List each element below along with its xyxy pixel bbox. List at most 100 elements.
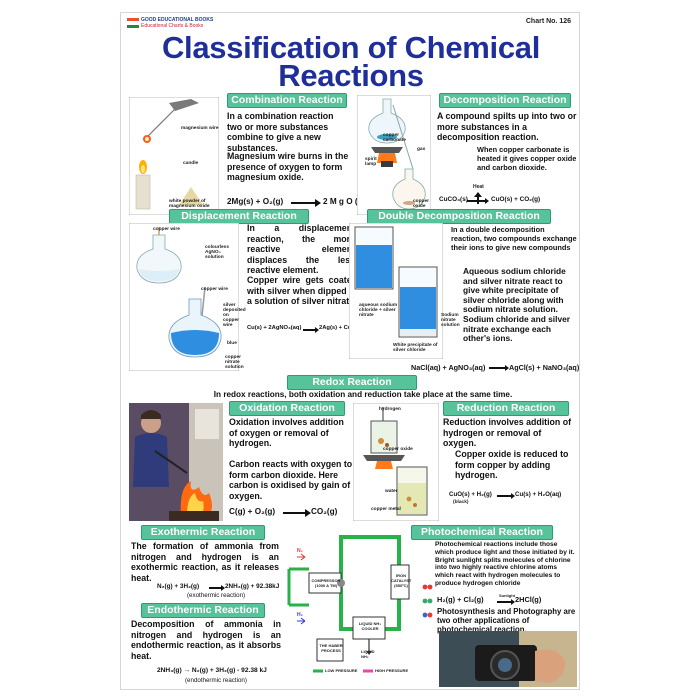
spirit-lamp-flame-icon [377,153,397,163]
publisher-logo: GOOD EDUCATIONAL BOOKS Educational Chart… [127,17,237,33]
reduction-text-2: Copper oxide is reduced to form copper b… [455,449,569,481]
label-candle: candle [183,161,199,166]
photochemical-equation-left: H₂(g) + Cl₂(g) [437,595,484,604]
label-iron-catalyst: IRON CATALYST (550ºC) [391,573,412,588]
redox-text: In redox reactions, both oxidation and r… [213,390,513,399]
reduction-black-note: (black) [453,500,469,505]
combination-text-2: Magnesium wire burns in the presence of … [227,151,349,183]
chart-number: Chart No. 126 [525,18,571,25]
molecule-icons [422,584,433,618]
photochemical-sunlight-label: Sunlight [499,593,515,598]
page-title-line2: Reactions [278,58,424,93]
displacement-equation-left: Cu(s) + 2AgNO₃(aq) [247,325,302,331]
beaker-2-liquid [400,287,436,329]
label-h2: H₂ [297,612,303,618]
heading-decomposition: Decomposition Reaction [439,93,571,108]
tongs-icon [169,99,199,111]
combination-equation-right: 2 M g O ( s ) [323,197,370,206]
publisher-line1: GOOD EDUCATIONAL BOOKS [141,17,214,23]
reduction-equation-right: Cu(s) + H₂O(aq) [515,491,562,498]
endothermic-equation: 2NH₃(g) → N₂(g) + 3H₂(g) - 92.38 kJ [157,667,267,674]
campfire-photo [129,403,223,521]
heading-exothermic: Exothermic Reaction [141,525,265,540]
label-low-pressure: LOW PRESSURE [325,668,358,673]
arrow-icon [209,585,225,591]
label-blue: blue [227,341,237,346]
oxide-powder-icon [179,187,203,205]
heading-photochemical: Photochemical Reaction [411,525,553,540]
combination-illustration [129,97,219,215]
decomposition-illustration [357,95,431,215]
label-high-pressure: HIGH PRESSURE [375,668,409,673]
double-text-2: Aqueous sodium chloride and silver nitra… [463,266,571,344]
label-gas: gas [417,147,426,152]
heading-oxidation: Oxidation Reaction [229,401,345,416]
receiver-flask-icon [392,168,426,210]
burner-flame-icon [375,461,393,469]
double-decomposition-illustration [349,223,443,359]
n2-arrow-icon [297,553,306,561]
precipitate [400,329,436,336]
oxidation-equation-left: C(g) + O₂(g) [229,507,276,516]
chart-sheet: GOOD EDUCATIONAL BOOKS Educational Chart… [120,12,580,690]
delivery-tube-icon [392,104,414,170]
stand-icon [371,147,403,153]
camera-photo [439,631,577,687]
reduction-illustration [353,403,439,521]
tripod-icon [363,455,405,461]
publisher-name: GOOD EDUCATIONAL BOOKS Educational Chart… [141,17,237,29]
candle-icon [135,174,151,210]
valve-icon [337,579,345,587]
label-white-powder: white powder of magnesium oxide [169,199,210,209]
arrow-icon [303,327,319,333]
magnesium-wire [146,108,176,138]
label-water: water [385,489,398,494]
photochemical-text-1: Photochemical reactions include those wh… [435,541,575,587]
exothermic-equation-left: N₂(g) + 3H₂(g) [157,583,200,590]
heat-arrow-icon [467,192,489,204]
combination-text-1: In a combination reaction two or more su… [227,111,334,153]
flask-icon [368,98,406,144]
arrow-icon [489,365,509,371]
displacement-illustration [129,223,239,371]
photochemical-equation-right: 2HCl(g) [515,595,542,604]
iron-catalyst-box [390,564,410,600]
blue-solution [171,330,219,355]
label-sodium-nitrate: Sodium nitrate solution [441,313,460,328]
displacement-text-1: In a displacement reaction, the more rea… [247,223,355,276]
double-equation-right: AgCl(s) + NaNO₃(aq) [509,363,580,372]
flag-icon [127,18,139,28]
spirit-lamp-icon [381,161,393,167]
label-copper-wire-2: copper wire [201,287,228,292]
label-cooler: LIQUID NH₃ COOLER [358,621,382,631]
haber-process-diagram [287,535,410,673]
label-copper-oxide: copper oxide [413,199,429,209]
double-text-1: In a double decomposition reaction, two … [451,225,577,252]
endothermic-text: Decomposition of ammonia in nitrogen and… [131,619,281,661]
decomposition-heat-label: Heat [473,184,484,190]
displacement-text-2: Copper wire gets coated with silver when… [247,275,357,307]
endothermic-note: (endothermic reaction) [185,677,247,684]
heading-displacement: Displacement Reaction [169,209,309,224]
reduction-text-1: Reduction involves addition of hydrogen … [443,417,572,449]
exothermic-note: (exothermic reaction) [187,592,246,599]
person-body [133,433,169,487]
label-magnesium-wire: magnesium wire [181,126,219,131]
exothermic-text: The formation of ammonia from nitrogen a… [131,541,279,583]
label-liquid-nh3: LIQUID NH₃ [361,649,375,659]
decomposition-text-1: A compound spilts up into two or more su… [437,111,577,143]
label-n2: N₂ [297,548,303,554]
label-copper-nitrate: copper nitrate solution [225,355,244,370]
beaker-1-liquid [356,245,392,288]
label-copper-metal: copper metal [371,507,401,512]
label-haber-process: THE HABER PROCESS [319,643,343,653]
heading-double-decomposition: Double Decomposition Reaction [367,209,551,224]
arrow-icon [497,599,515,605]
h2-arrow-icon [297,617,306,625]
heading-combination: Combination Reaction [227,93,347,108]
label-reduction-copper-oxide: copper oxide [383,447,413,452]
test-beaker-icon [370,420,398,454]
label-white-precipitate: White precipitate of silver chloride [393,343,438,353]
reduction-equation-left: CuO(s) + H₂(g) [449,491,492,498]
